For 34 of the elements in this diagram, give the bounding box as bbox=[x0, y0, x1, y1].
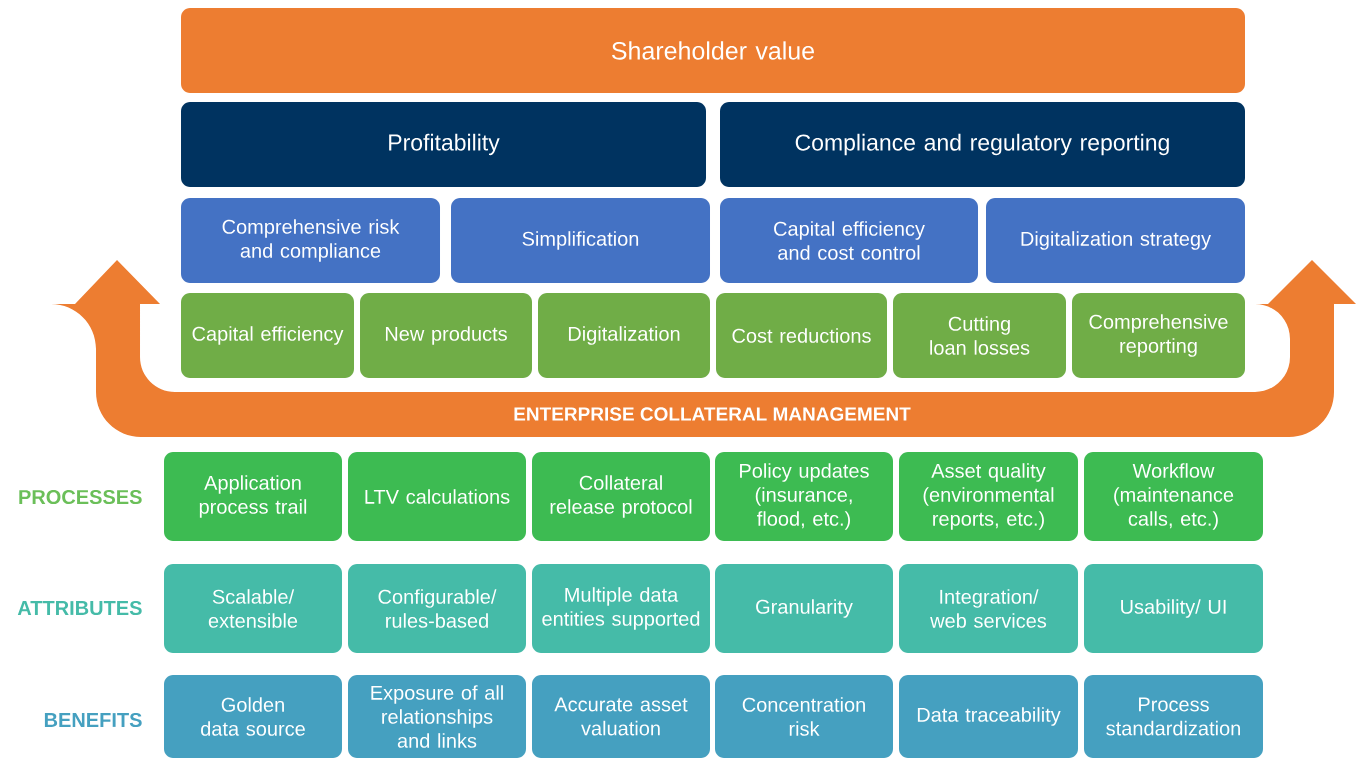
benefit-box: Golden data source bbox=[164, 675, 342, 758]
attribute-box: Granularity bbox=[715, 564, 893, 653]
row-label: PROCESSES bbox=[19, 489, 142, 505]
goal-box: Compliance and regulatory reporting bbox=[720, 102, 1245, 187]
driver-box: Cost reductions bbox=[716, 293, 887, 378]
row-label: ATTRIBUTES bbox=[17, 600, 142, 616]
driver-box: New products bbox=[360, 293, 532, 378]
benefit-box: Accurate asset valuation bbox=[532, 675, 710, 758]
attribute-box: Configurable/ rules-based bbox=[348, 564, 526, 653]
driver-box: Digitalization bbox=[538, 293, 710, 378]
benefit-box: Concentration risk bbox=[715, 675, 893, 758]
attribute-box: Scalable/ extensible bbox=[164, 564, 342, 653]
attribute-box: Usability/ UI bbox=[1084, 564, 1263, 653]
process-box: Application process trail bbox=[164, 452, 342, 541]
strategy-box: Capital efficiency and cost control bbox=[720, 198, 978, 283]
benefit-box: Data traceability bbox=[899, 675, 1078, 758]
process-box: Collateral release protocol bbox=[532, 452, 710, 541]
process-box: LTV calculations bbox=[348, 452, 526, 541]
strategy-box: Simplification bbox=[451, 198, 710, 283]
process-box: Workflow (maintenance calls, etc.) bbox=[1084, 452, 1263, 541]
benefit-box: Exposure of all relationships and links bbox=[348, 675, 526, 758]
driver-box: Comprehensive reporting bbox=[1072, 293, 1245, 378]
attribute-box: Integration/ web services bbox=[899, 564, 1078, 653]
driver-box: Capital efficiency bbox=[181, 293, 354, 378]
banner-box: Shareholder value bbox=[181, 8, 1245, 93]
process-box: Asset quality (environmental reports, etc.) bbox=[899, 452, 1078, 541]
goal-box: Profitability bbox=[181, 102, 706, 187]
strategy-box: Comprehensive risk and compliance bbox=[181, 198, 440, 283]
driver-box: Cutting loan losses bbox=[893, 293, 1066, 378]
row-label: BENEFITS bbox=[44, 712, 142, 728]
process-box: Policy updates (insurance, flood, etc.) bbox=[715, 452, 893, 541]
strategy-box: Digitalization strategy bbox=[986, 198, 1245, 283]
attribute-box: Multiple data entities supported bbox=[532, 564, 710, 653]
benefit-box: Process standardization bbox=[1084, 675, 1263, 758]
